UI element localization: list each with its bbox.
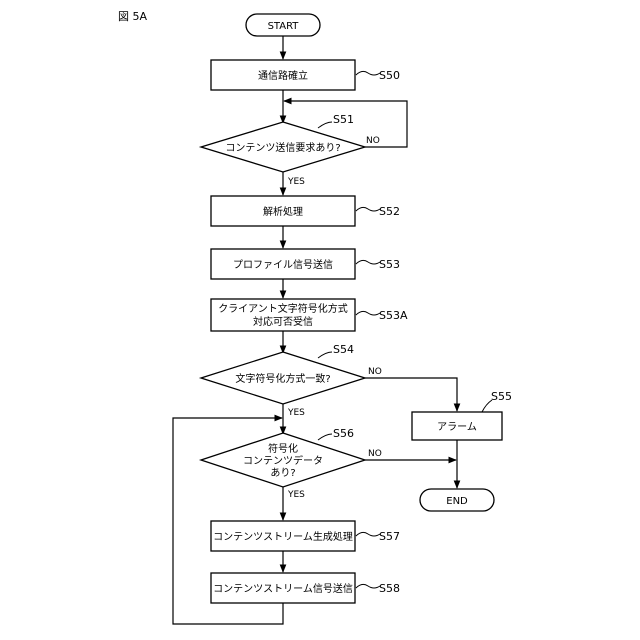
s57-label: S57 — [379, 530, 400, 543]
s53a-text-line1: クライアント文字符号化方式 — [218, 302, 348, 315]
s51-text: コンテンツ送信要求あり? — [225, 141, 340, 154]
s51-yes-label: YES — [287, 177, 305, 187]
s53-text: プロファイル信号送信 — [233, 258, 333, 271]
s56-no-label: NO — [368, 449, 382, 459]
s55-label: S55 — [491, 390, 512, 403]
s57-leader — [356, 532, 380, 536]
s58-leader — [356, 584, 380, 588]
s56-text-line1: 符号化 — [268, 442, 298, 455]
s51-leader — [318, 122, 332, 128]
s50-text: 通信路確立 — [258, 69, 308, 82]
s52-leader — [356, 207, 380, 211]
s56-text-line2: コンテンツデータ — [243, 454, 323, 467]
s54-no-arrow — [365, 378, 457, 411]
s52-label: S52 — [379, 205, 400, 218]
s54-yes-label: YES — [287, 408, 305, 418]
s54-no-label: NO — [368, 367, 382, 377]
s56-label: S56 — [333, 427, 354, 440]
s54-leader — [318, 352, 332, 358]
end-text: END — [446, 496, 468, 507]
s50-label: S50 — [379, 69, 400, 82]
start-text: START — [268, 21, 300, 32]
s51-label: S51 — [333, 113, 354, 126]
s53-label: S53 — [379, 258, 400, 271]
s57-text: コンテンツストリーム生成処理 — [213, 530, 353, 543]
s53a-label: S53A — [379, 309, 408, 322]
s50-leader — [356, 71, 380, 75]
s56-leader — [318, 434, 332, 440]
s56-text-line3: あり? — [270, 467, 295, 479]
s55-text: アラーム — [437, 421, 477, 433]
s56-yes-label: YES — [287, 490, 305, 500]
s52-text: 解析処理 — [263, 205, 303, 218]
s54-label: S54 — [333, 343, 354, 356]
s58-text: コンテンツストリーム信号送信 — [213, 582, 353, 595]
s51-no-label: NO — [366, 136, 380, 146]
s58-label: S58 — [379, 582, 400, 595]
s53-leader — [356, 260, 380, 264]
s53a-text-line2: 対応可否受信 — [253, 315, 313, 328]
figure-label: 図 5A — [118, 10, 147, 23]
s54-text: 文字符号化方式一致? — [235, 372, 330, 385]
s53a-leader — [356, 311, 380, 315]
